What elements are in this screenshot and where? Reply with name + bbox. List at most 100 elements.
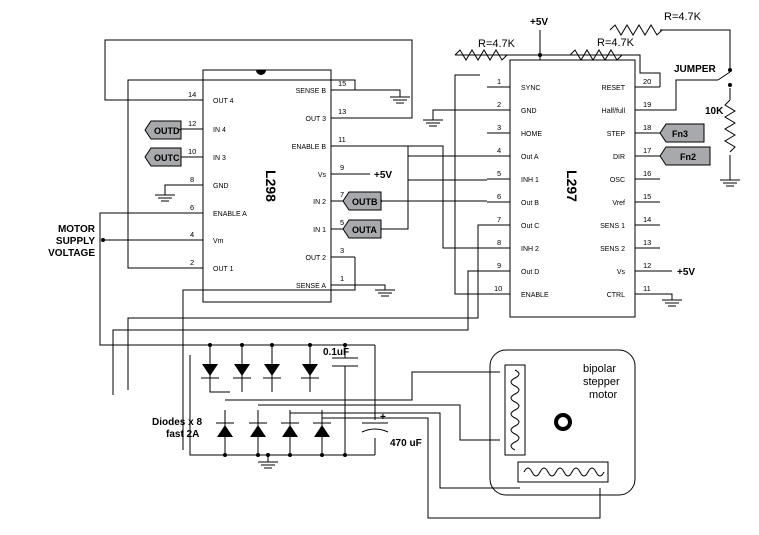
- svg-text:OUTB: OUTB: [352, 197, 378, 207]
- diode-icon: [281, 422, 299, 437]
- l298-chip: L298 OUT 4 IN 4 IN 3 GND ENABLE A: [178, 69, 355, 303]
- l298-pin-label: GND: [213, 183, 229, 190]
- ground-icon: [258, 461, 278, 469]
- l297-pin-label: CTRL: [607, 292, 625, 299]
- l298-pin-number: 7: [340, 190, 344, 199]
- l297-pin-label: SENS 2: [600, 246, 625, 253]
- ground-icon: [390, 96, 410, 104]
- diode-icon: [313, 422, 331, 437]
- l297-pin-number: 15: [643, 192, 651, 201]
- l298-pin-label: IN 2: [313, 199, 326, 206]
- supply-5v-l297: +5V: [677, 267, 695, 278]
- l298-pin-label: ENABLE B: [292, 144, 327, 151]
- l298-pin-number: 15: [338, 79, 346, 88]
- l297-pin-number: 9: [497, 261, 501, 270]
- l298-name: L298: [263, 170, 279, 202]
- l298-pin-number: 3: [340, 246, 344, 255]
- l298-body: [202, 69, 332, 303]
- l297-pin-label: STEP: [607, 131, 626, 138]
- l298-pin-label: Vm: [213, 238, 224, 245]
- l297-pin-label: ENABLE: [521, 292, 549, 299]
- motor-supply-label: VOLTAGE: [48, 248, 95, 259]
- l297-pin-label: Out D: [521, 269, 539, 276]
- l298-pin-number: 12: [188, 119, 196, 128]
- l297-pin-number: 13: [643, 238, 651, 247]
- l297-pin-label: RESET: [602, 85, 626, 92]
- l298-notch: [256, 70, 266, 75]
- l297-pin-number: 14: [643, 215, 651, 224]
- l298-pin-label: SENSE A: [296, 283, 326, 290]
- l297-pin-label: INH 2: [521, 246, 539, 253]
- l297-pin-number: 17: [643, 146, 651, 155]
- svg-text:Fn2: Fn2: [680, 152, 696, 162]
- l297-pin-label: OSC: [610, 177, 625, 184]
- diodes-label: fast 2A: [166, 429, 199, 440]
- l297-pin-label: Out A: [521, 154, 539, 161]
- tag-fn2: Fn2: [659, 146, 711, 166]
- l297-pin-label: Out B: [521, 200, 539, 207]
- svg-text:OUTC: OUTC: [154, 153, 180, 163]
- l297-body: [509, 59, 636, 318]
- l297-pin-number: 10: [494, 284, 502, 293]
- diode-icon: [301, 364, 319, 379]
- cap-small-label: 0.1uF: [323, 347, 349, 358]
- l298-pin-number: 9: [340, 163, 344, 172]
- l297-pin-number: 4: [497, 146, 501, 155]
- svg-text:OUTD: OUTD: [154, 126, 180, 136]
- resistor-10k-label: 10K: [705, 106, 724, 117]
- shaft-icon: [554, 413, 572, 431]
- ground-icon: [375, 289, 395, 297]
- supply-5v-top: +5V: [530, 17, 548, 28]
- motor-supply-label: MOTOR: [58, 224, 96, 235]
- ground-icon: [720, 179, 740, 187]
- resistor-r2-label: R=4.7K: [597, 37, 635, 49]
- l297-pin-label: SYNC: [521, 85, 540, 92]
- ground-icon: [662, 299, 682, 307]
- l297-pin-number: 16: [643, 169, 651, 178]
- coil-icon: [523, 467, 605, 477]
- l298-pin-label: ENABLE A: [213, 211, 247, 218]
- resistor-r3-label: R=4.7K: [664, 11, 702, 23]
- l297-pin-number: 6: [497, 192, 501, 201]
- l297-pin-label: HOME: [521, 131, 542, 138]
- svg-text:OUTA: OUTA: [352, 225, 377, 235]
- resistor-r1-label: R=4.7K: [478, 38, 516, 50]
- l297-name: L297: [564, 170, 580, 202]
- l297-pin-label: SENS 1: [600, 223, 625, 230]
- l298-pin-label: OUT 3: [306, 116, 327, 123]
- l298-pin-label: OUT 1: [213, 266, 234, 273]
- l298-pin-number: 14: [188, 90, 196, 99]
- cap-big-label: 470 uF: [390, 438, 422, 449]
- motor-label: stepper: [583, 376, 620, 388]
- coil-icon: [510, 369, 520, 451]
- ground-symbols: [155, 96, 740, 469]
- l298-pin-label: Vs: [318, 172, 327, 179]
- l298-pin-label: SENSE B: [296, 88, 327, 95]
- motor-label: motor: [589, 389, 617, 401]
- tag-outc: OUTC: [144, 147, 182, 167]
- jumper: [717, 68, 732, 87]
- ground-icon: [423, 119, 443, 127]
- l297-pin-number: 2: [497, 100, 501, 109]
- l297-chip: L297 SYNC GND HOME Out A INH: [487, 59, 660, 318]
- jumper-label: JUMPER: [674, 64, 716, 75]
- l297-pin-number: 3: [497, 123, 501, 132]
- tag-outd: OUTD: [144, 120, 182, 140]
- ground-icon: [155, 194, 175, 202]
- supply-5v-l298: +5V: [374, 170, 392, 181]
- l297-pin-number: 12: [643, 261, 651, 270]
- l298-pin-label: IN 1: [313, 227, 326, 234]
- l298-pin-number: 5: [340, 218, 344, 227]
- l297-pin-label: Vs: [617, 269, 626, 276]
- l298-pin-label: OUT 4: [213, 98, 234, 105]
- l297-pin-label: Vref: [612, 200, 625, 207]
- l297-pin-number: 19: [643, 100, 651, 109]
- diode-icon: [233, 364, 251, 379]
- l298-pin-label: IN 3: [213, 155, 226, 162]
- l297-pin-number: 11: [643, 284, 651, 293]
- tag-outa: OUTA: [342, 219, 382, 239]
- l298-pin-number: 4: [190, 230, 194, 239]
- l298-pin-number: 8: [190, 175, 194, 184]
- l297-pin-label: Half/full: [602, 108, 626, 115]
